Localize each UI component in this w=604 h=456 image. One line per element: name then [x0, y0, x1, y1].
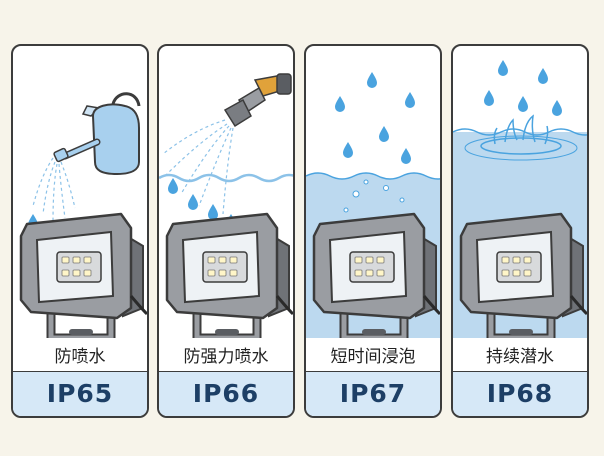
watering-can-illustration: [13, 92, 147, 338]
water-drops-icon: [335, 72, 415, 164]
protection-label: 防强力喷水: [183, 347, 269, 367]
spray-nozzle-icon: [223, 73, 292, 128]
spray-nozzle-illustration: [159, 73, 293, 338]
card-ip67: 短时间浸泡 IP67: [304, 44, 442, 418]
protection-label: 防喷水: [54, 347, 106, 367]
submersion-illustration: [453, 60, 587, 338]
protection-label: 短时间浸泡: [330, 347, 416, 367]
ip-rating-badge: IP65: [13, 371, 147, 416]
splash-icon: [464, 114, 578, 161]
ip-rating-badge: IP66: [159, 371, 293, 416]
water-immersion-illustration: [306, 72, 440, 338]
card-ip65: 防喷水 IP65: [11, 44, 149, 418]
protection-label: 持续潜水: [486, 347, 554, 367]
ip-rating-badge: IP67: [306, 371, 440, 416]
watering-can-icon: [53, 92, 141, 176]
card-ip68: 持续潜水 IP68: [451, 44, 589, 418]
ip-rating-badge: IP68: [453, 371, 587, 416]
card-ip66: 防强力喷水 IP66: [157, 44, 295, 418]
